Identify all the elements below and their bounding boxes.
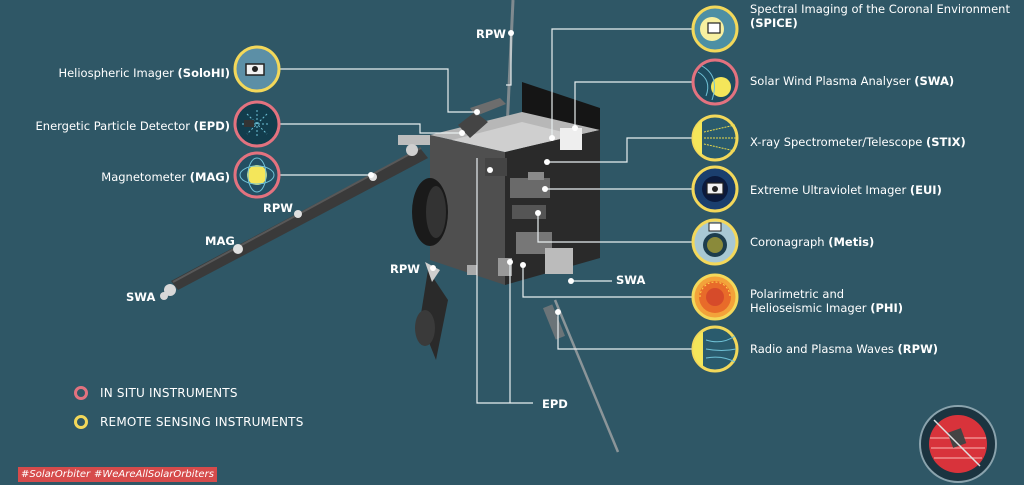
soloHI-label: Heliospheric Imager (SoloHI) — [58, 66, 230, 80]
eui-icon — [691, 165, 739, 213]
stix-icon — [691, 114, 739, 162]
eui-label: Extreme Ultraviolet Imager (EUI) — [750, 183, 942, 197]
spice-icon — [691, 5, 739, 53]
tag-mag-boom: MAG — [205, 234, 235, 248]
mag-icon — [233, 151, 281, 199]
epd-icon — [233, 100, 281, 148]
metis-icon — [691, 218, 739, 266]
soloHI-icon — [233, 45, 281, 93]
leader-endpoints — [368, 30, 578, 315]
epd-label: Energetic Particle Detector (EPD) — [35, 119, 230, 133]
stix-label: X-ray Spectrometer/Telescope (STIX) — [750, 135, 966, 149]
metis-label: Coronagraph (Metis) — [750, 235, 875, 249]
phi-label: Polarimetric and Helioseismic Imager (PH… — [750, 287, 904, 315]
tag-swa-body: SWA — [616, 273, 646, 287]
rpw-label: Radio and Plasma Waves (RPW) — [750, 342, 939, 356]
rpw-antenna-bottom — [542, 299, 620, 453]
hashtag-solar-orbiter[interactable]: #SolarOrbiter — [18, 467, 94, 482]
hashtag-we-are-all[interactable]: #WeAreAllSolarOrbiters — [91, 467, 217, 482]
tag-swa-boom: SWA — [126, 290, 156, 304]
tag-rpw-boom: RPW — [263, 201, 293, 215]
instrument-boom — [160, 135, 438, 300]
rpw-icon — [691, 325, 739, 373]
spacecraft-body — [412, 82, 600, 360]
swa-label: Solar Wind Plasma Analyser (SWA) — [750, 74, 955, 88]
mag-label: Magnetometer (MAG) — [101, 170, 230, 184]
legend-in-situ: IN SITU INSTRUMENTS — [74, 386, 238, 400]
remote-sensing-ring-icon — [74, 415, 88, 429]
tag-rpw-body: RPW — [390, 262, 420, 276]
legend-remote-sensing: REMOTE SENSING INSTRUMENTS — [74, 415, 304, 429]
solar-orbiter-logo — [919, 405, 997, 483]
tag-rpw-top: RPW — [476, 27, 506, 41]
in-situ-ring-icon — [74, 386, 88, 400]
leader-lines — [280, 28, 693, 404]
phi-icon — [691, 273, 739, 321]
spice-label: Spectral Imaging of the Coronal Environm… — [750, 2, 1010, 30]
tag-epd-body: EPD — [542, 397, 568, 411]
rpw-antenna-top — [505, 0, 515, 131]
swa-icon — [691, 58, 739, 106]
